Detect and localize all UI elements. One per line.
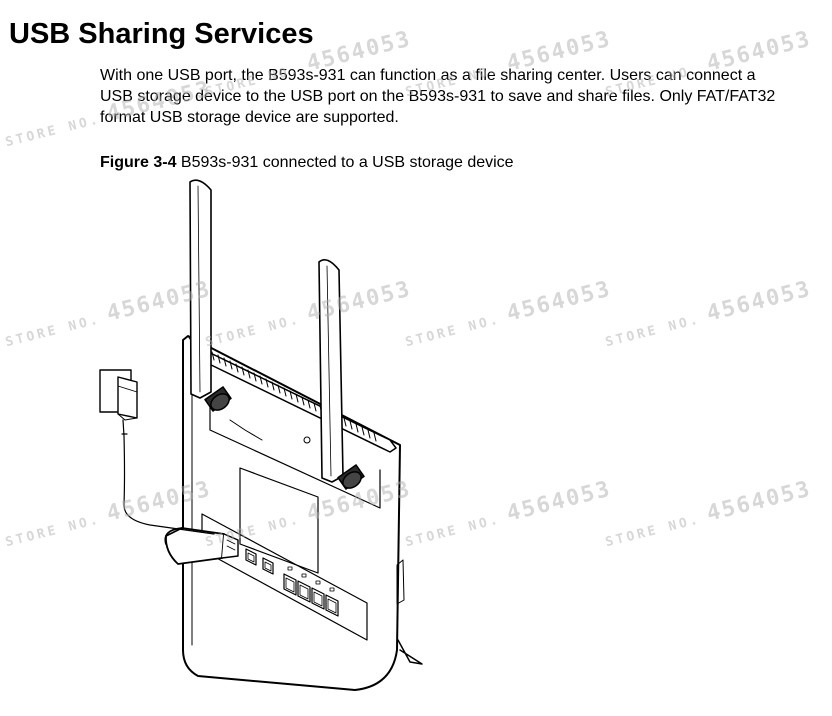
body-paragraph: With one USB port, the B593s-931 can fun… [100, 67, 776, 126]
lan-port-4 [325, 594, 339, 617]
antenna-right [318, 259, 365, 490]
figure-caption: Figure 3-4 B593s-931 connected to a USB … [100, 152, 514, 173]
figure-caption-text: B593s-931 connected to a USB storage dev… [180, 154, 514, 171]
usb-flash-drive [164, 527, 239, 565]
router-illustration [99, 179, 423, 691]
power-cable [123, 435, 215, 535]
antenna-left [189, 179, 232, 412]
phone-port-1 [245, 548, 257, 566]
router-label-area [239, 467, 319, 574]
page-title: USB Sharing Services [9, 18, 314, 50]
reset-hole [303, 436, 311, 444]
lan-port-1 [283, 573, 297, 596]
lan-port-3 [311, 587, 325, 610]
side-power-button [396, 559, 405, 605]
power-adapter [99, 369, 138, 437]
phone-port-2 [262, 557, 274, 575]
lan-port-2 [297, 580, 311, 603]
router-stand [397, 639, 423, 665]
router-back-recess [209, 399, 381, 509]
figure-number: Figure 3-4 [100, 154, 177, 171]
